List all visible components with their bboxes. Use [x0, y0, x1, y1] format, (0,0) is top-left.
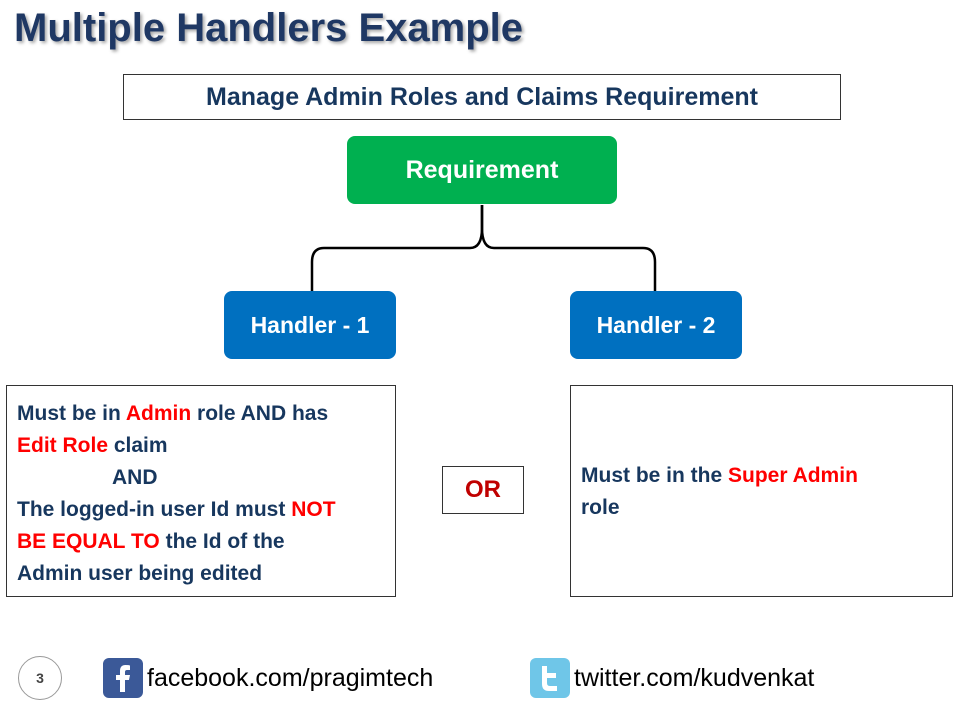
desc-line: BE EQUAL TO the Id of the [17, 526, 385, 558]
twitter-link[interactable]: twitter.com/kudvenkat [530, 658, 814, 698]
handler-1-label: Handler - 1 [250, 311, 370, 338]
requirement-label: Requirement [405, 155, 559, 184]
desc-highlight: Super Admin [728, 464, 858, 487]
desc-text: The logged-in user Id must [17, 498, 292, 521]
handler-2-label: Handler - 2 [596, 311, 716, 338]
desc-text: Must be in the [581, 464, 728, 487]
desc-text: role AND has [191, 402, 329, 425]
requirement-subtitle-box: Manage Admin Roles and Claims Requiremen… [123, 74, 841, 120]
desc-text: Must be in [17, 402, 126, 425]
or-label: OR [465, 476, 501, 503]
requirement-subtitle: Manage Admin Roles and Claims Requiremen… [206, 82, 758, 111]
desc-highlight: NOT [291, 498, 336, 521]
page-number: 3 [18, 656, 62, 700]
desc-line: Admin user being edited [17, 562, 263, 585]
desc-line: Edit Role claim [17, 430, 385, 462]
handler-2-node: Handler - 2 [570, 291, 742, 359]
desc-highlight: BE EQUAL TO [17, 530, 160, 553]
twitter-icon [530, 658, 570, 698]
requirement-node: Requirement [347, 136, 617, 204]
desc-highlight: Admin [125, 402, 192, 425]
handler-2-description: Must be in the Super Admin role [570, 385, 953, 597]
desc-text: claim [108, 434, 168, 457]
desc-text: the Id of the [159, 530, 285, 553]
slide-title: Multiple Handlers Example [14, 6, 524, 50]
facebook-icon [103, 658, 143, 698]
desc-line: The logged-in user Id must NOT [17, 494, 385, 526]
facebook-url: facebook.com/pragimtech [147, 663, 434, 692]
or-box: OR [442, 466, 524, 514]
desc-line: role [581, 496, 620, 519]
handler-1-node: Handler - 1 [224, 291, 396, 359]
handler-1-description: Must be in Admin role AND has Edit Role … [6, 385, 396, 597]
desc-highlight: Edit Role [17, 434, 109, 457]
twitter-url: twitter.com/kudvenkat [574, 663, 815, 692]
facebook-link[interactable]: facebook.com/pragimtech [103, 658, 433, 698]
desc-line: Must be in the Super Admin [581, 460, 942, 492]
desc-and: AND [112, 466, 158, 489]
desc-line: Must be in Admin role AND has [17, 398, 385, 430]
